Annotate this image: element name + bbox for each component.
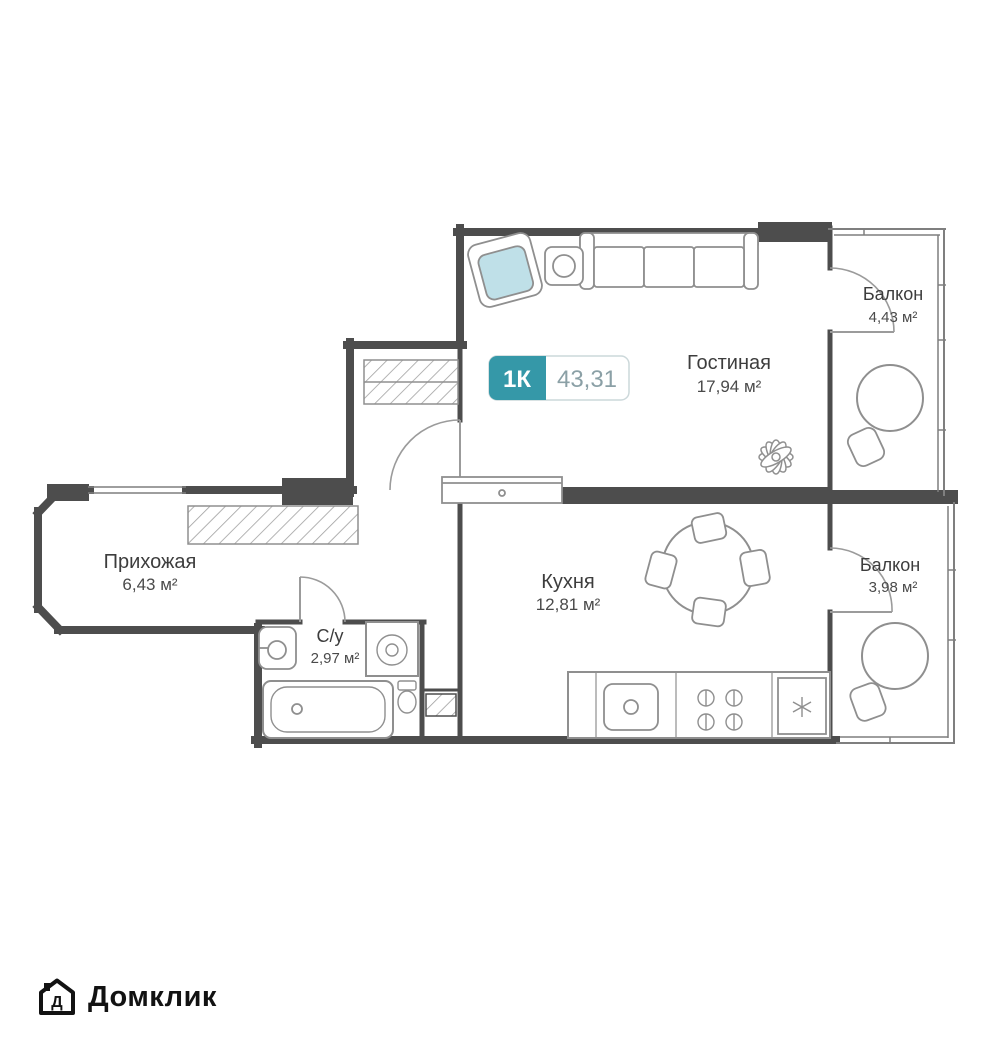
hallway-window [88,486,186,494]
bathroom-fixtures [258,621,419,739]
area-badge: 1К 43,31 [488,355,630,401]
living-balcony-door [829,267,895,333]
balcony-top-glazing [828,228,946,496]
washbasin [258,626,297,670]
wardrobe-hallway [187,505,359,545]
area-badge-accent [489,356,546,400]
room-labels: Балкон 4,43 м² Гостиная 17,94 м² Прихожа… [104,284,924,667]
domclick-logo: Д Домклик [36,976,217,1018]
plant [758,439,794,475]
room-label-bathroom: С/у [317,626,344,646]
room-label-living: Гостиная [687,352,771,374]
badge-rooms-count: 1К [503,366,531,393]
room-area-balcony-top: 4,43 м² [869,309,918,326]
balcony-bottom-glazing [836,502,956,744]
kitchen-sink [603,683,659,731]
balcony-top-table [856,364,924,432]
balcony-bottom-chair [849,682,887,722]
fridge [777,677,827,735]
room-area-kitchen: 12,81 м² [536,595,601,614]
room-area-hallway: 6,43 м² [122,575,177,594]
kitchen-counter [567,671,831,739]
windows [88,228,956,744]
room-label-balcony-bottom: Балкон [860,555,920,575]
room-label-balcony-top: Балкон [863,284,923,304]
house-icon: Д [39,978,75,1015]
logo-text: Домклик [88,980,217,1013]
doors [299,267,895,623]
chair [644,550,678,590]
room-area-balcony-bottom: 3,98 м² [869,579,918,596]
chair [690,512,728,544]
wardrobe-corridor [363,359,459,405]
console-table [441,476,563,504]
toilet [397,680,417,714]
room-area-bathroom: 2,97 м² [311,650,360,667]
duct-shaft [425,693,457,717]
sofa [579,232,759,290]
room-label-hallway: Прихожая [104,551,197,573]
chair [691,596,727,628]
bathtub [262,680,394,739]
stove [697,689,743,731]
balcony-bottom-table [861,622,929,690]
room-label-kitchen: Кухня [541,571,595,593]
badge-total-area: 43,31 [557,366,617,393]
room-area-living: 17,94 м² [697,377,762,396]
wardrobes [187,359,459,717]
washing-machine [365,621,419,677]
dining-set [644,512,771,628]
armchair [467,232,543,308]
balcony-top-chair [846,426,886,468]
chair [739,549,771,587]
house-icon-letter: Д [51,994,63,1011]
kitchen-balcony-door [829,547,893,613]
bathroom-door [299,576,346,623]
walls [32,222,958,748]
side-table [544,246,584,286]
